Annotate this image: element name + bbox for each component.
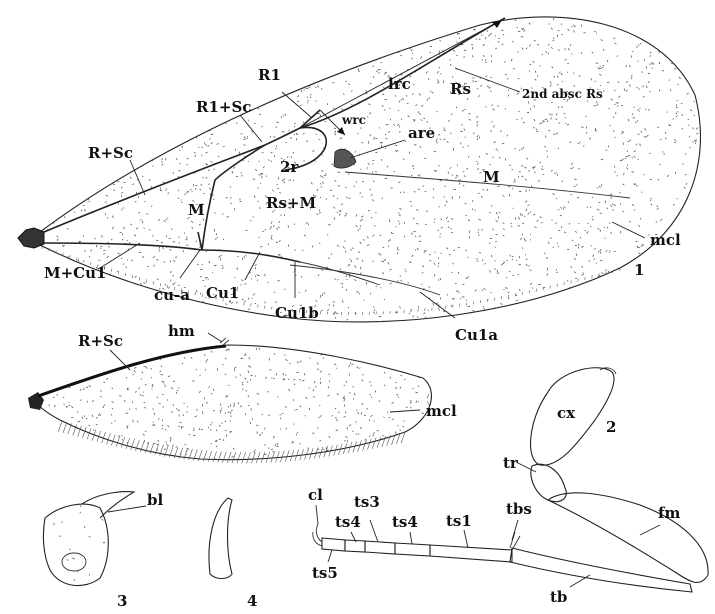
label-tr: tr xyxy=(503,454,519,472)
trochanter xyxy=(531,464,566,501)
tibia xyxy=(510,548,692,592)
mandible-setae-marks xyxy=(49,500,114,589)
tarsus-2 xyxy=(395,543,430,556)
label-cu-a: cu-a xyxy=(154,286,190,304)
label-hm: hm xyxy=(168,322,195,340)
leader-bl xyxy=(108,506,146,512)
leader-r1 xyxy=(282,92,312,118)
label-r-sc: R+Sc xyxy=(88,144,133,162)
tarsus-1 xyxy=(430,545,512,562)
mandible: bl 3 xyxy=(43,491,163,610)
label-tb: tb xyxy=(550,588,567,606)
label-r1: R1 xyxy=(258,66,281,84)
label-ts1: ts1 xyxy=(446,512,472,530)
label-2r: 2r xyxy=(280,158,299,176)
label-tbs: tbs xyxy=(506,500,532,518)
leader-hm xyxy=(208,333,222,342)
vein-cu1 xyxy=(202,250,300,262)
label-ts4-left: ts4 xyxy=(335,513,361,531)
forewing: R1 lrc Rs 2nd absc Rs R1+Sc wrc are R+Sc… xyxy=(18,10,713,344)
mandible-condyle xyxy=(62,553,86,571)
vein-r1-sc xyxy=(265,128,300,145)
label-fm: fm xyxy=(658,504,680,522)
tarsus-5 xyxy=(322,538,345,551)
forewing-cilia-marks xyxy=(42,246,620,315)
coxa-apex xyxy=(600,368,616,374)
leader-fm xyxy=(640,525,660,535)
spur-outline xyxy=(209,498,232,579)
label-are: are xyxy=(408,124,435,142)
label-ts4-right: ts4 xyxy=(392,513,418,531)
leader-are xyxy=(350,140,405,158)
label-2nd-absc-rs: 2nd absc Rs xyxy=(522,87,603,101)
claw xyxy=(313,524,322,546)
vein-cu1b xyxy=(300,262,380,285)
label-rs-m: Rs+M xyxy=(266,194,316,212)
hindwing-vein-r-sc xyxy=(38,346,226,396)
leader-r1sc xyxy=(240,115,262,142)
label-cx: cx xyxy=(557,404,576,422)
leader-ts1 xyxy=(464,530,468,548)
hind-leg: cx 2 tr fm tbs tb cl ts1 ts3 ts4 ts4 ts5 xyxy=(308,368,708,606)
vein-rs-plus-m xyxy=(215,145,265,180)
hindwing-outline xyxy=(34,345,431,460)
leader-tbs xyxy=(512,520,518,540)
mandible-setae xyxy=(49,500,114,589)
label-cu1b: Cu1b xyxy=(275,304,319,322)
label-mcl-forewing: mcl xyxy=(650,231,681,249)
vein-m-plus-cu1 xyxy=(44,243,202,250)
leader-hw-mcl xyxy=(390,410,420,412)
label-r1-sc: R1+Sc xyxy=(196,98,251,116)
leader-ts3 xyxy=(370,520,378,542)
tibial-spur xyxy=(510,532,520,550)
tarsus-3 xyxy=(365,541,395,554)
label-cu1a: Cu1a xyxy=(455,326,498,344)
leader-ts5 xyxy=(328,550,332,562)
leader-ts4b xyxy=(410,532,412,544)
figure-number-3: 3 xyxy=(117,592,127,610)
leader-cu1a xyxy=(420,292,455,318)
label-ts3: ts3 xyxy=(354,493,380,511)
leader-tr xyxy=(516,462,536,472)
spur: 4 xyxy=(209,498,257,610)
forewing-marginal-cilia xyxy=(42,246,620,315)
label-bl: bl xyxy=(147,491,163,509)
label-mcl-hindwing: mcl xyxy=(426,402,457,420)
label-hw-r-sc: R+Sc xyxy=(78,332,123,350)
label-m-cu1: M+Cu1 xyxy=(44,264,106,282)
label-rs: Rs xyxy=(450,80,471,98)
figure-number-4: 4 xyxy=(247,592,257,610)
label-lrc: lrc xyxy=(388,75,411,93)
tarsus-4 xyxy=(345,540,365,552)
label-m: M xyxy=(188,201,205,219)
label-cl: cl xyxy=(308,486,323,504)
mandible-outline xyxy=(43,504,108,585)
hindwing-setae xyxy=(31,340,441,466)
leader-mcl-fw xyxy=(612,222,645,238)
femur xyxy=(548,493,708,583)
label-m-distal: M xyxy=(483,168,500,186)
label-cu1: Cu1 xyxy=(206,284,239,302)
hindwing-microtrichia xyxy=(31,340,441,466)
leader-cu1 xyxy=(245,252,260,280)
label-wrc: wrc xyxy=(341,113,366,127)
hindwing: R+Sc hm mcl xyxy=(28,322,457,467)
figure-number-2: 2 xyxy=(606,418,616,436)
figure-number-1: 1 xyxy=(634,261,644,279)
leader-cl xyxy=(316,505,318,524)
label-ts5: ts5 xyxy=(312,564,338,582)
areolet xyxy=(334,149,356,168)
